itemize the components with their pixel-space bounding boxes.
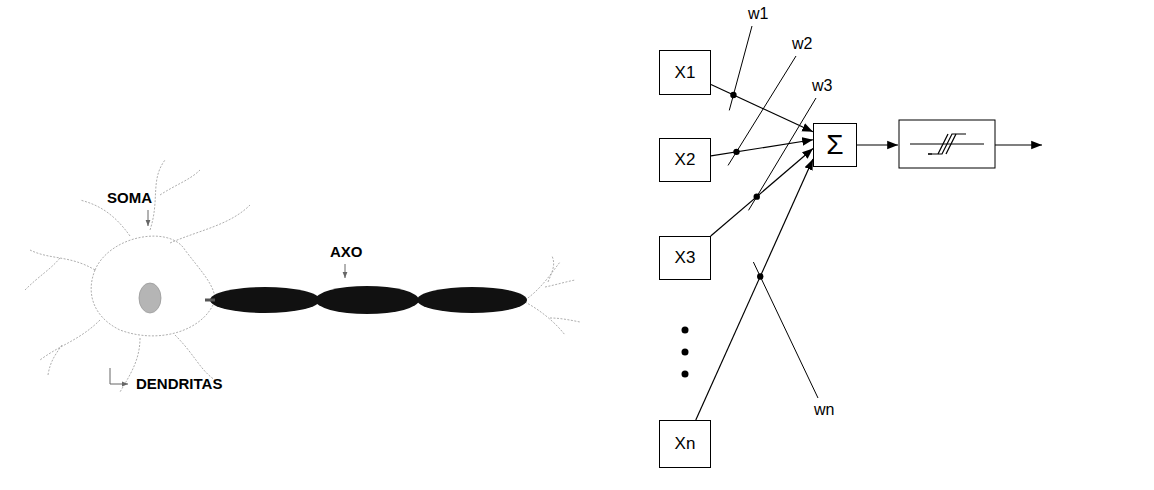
- node-text: Xn: [675, 434, 696, 454]
- weight-label: w2: [792, 36, 812, 52]
- input-connector: [696, 159, 813, 420]
- ellipsis-dots: [682, 327, 689, 378]
- input-box: X3: [659, 236, 711, 280]
- input-box: Xn: [659, 420, 711, 468]
- node-text: Σ: [826, 129, 843, 161]
- weight-lines: [728, 26, 818, 398]
- weight-line: [753, 262, 818, 398]
- input-connector: [711, 140, 813, 156]
- signal-arrow: [857, 144, 898, 145]
- part-label: AXO: [330, 244, 363, 259]
- hysteresis-symbol: [910, 134, 984, 154]
- dendrite: [25, 250, 100, 375]
- nucleus: [139, 283, 161, 313]
- input-connector: [711, 85, 813, 132]
- node-text: X2: [675, 150, 696, 170]
- axon-hillock: [205, 299, 215, 302]
- node-text: X1: [675, 63, 696, 83]
- part-label: SOMA: [107, 190, 152, 205]
- sum-box: Σ: [813, 123, 857, 167]
- axon-terminal: [525, 256, 580, 335]
- input-box: X1: [659, 50, 711, 95]
- node-text: X3: [675, 248, 696, 268]
- leader-line: [148, 210, 149, 226]
- soma-outline: [91, 236, 215, 336]
- input-box: X2: [659, 138, 711, 182]
- leader-line: [110, 368, 128, 384]
- weight-label: w1: [748, 6, 768, 22]
- neuron-illustration: [25, 160, 580, 392]
- axon-myelin: [210, 286, 527, 314]
- leader-line: [345, 264, 346, 278]
- output-arrow: [995, 144, 1042, 145]
- weight-label: wn: [814, 402, 834, 418]
- dendrite: [80, 160, 200, 236]
- activation-box: [899, 120, 995, 168]
- weight-label: w3: [812, 78, 832, 94]
- part-label: DENDRITAS: [136, 376, 222, 391]
